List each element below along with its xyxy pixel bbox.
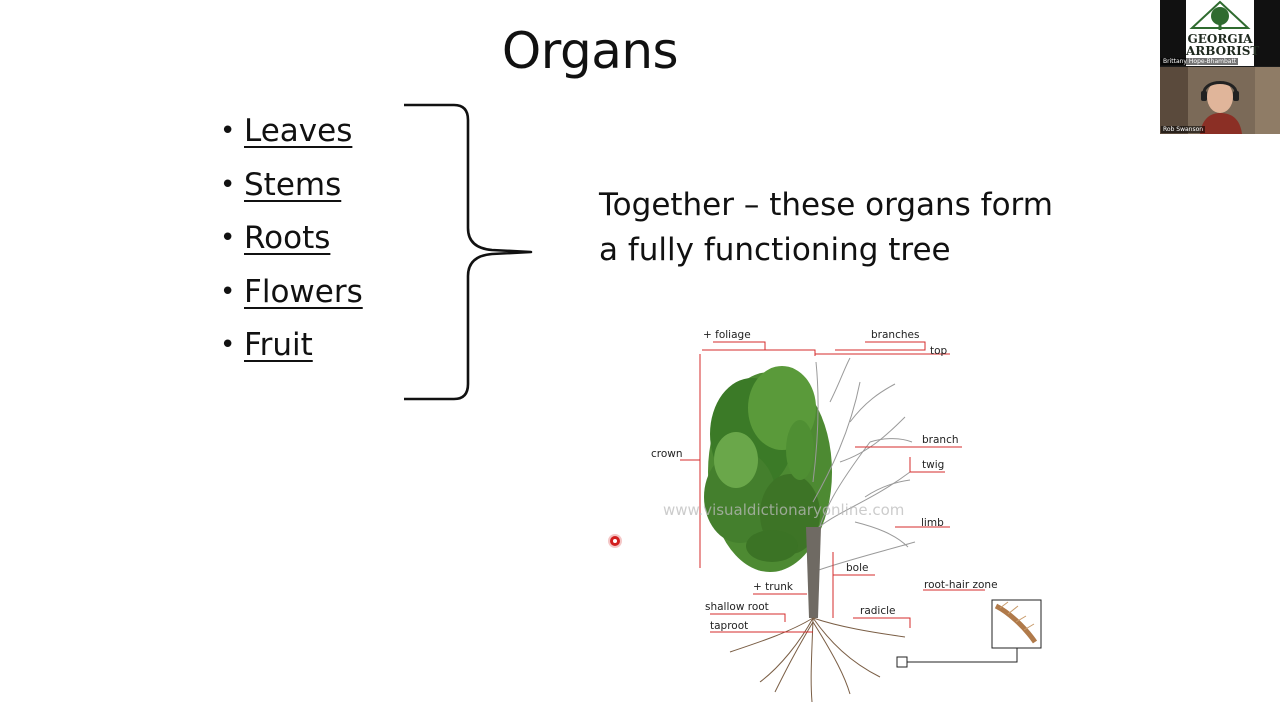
bullet-glyph: •: [220, 223, 236, 253]
organ-stems: Stems: [244, 166, 342, 203]
summary-line-2: a fully functioning tree: [599, 232, 951, 268]
label-branches: branches: [871, 329, 919, 341]
label-top: top: [930, 345, 948, 357]
organ-flowers: Flowers: [244, 273, 363, 310]
video-tile-camera[interactable]: Rob Swanson: [1160, 67, 1280, 134]
logo-text-georgia: GEORGIA: [1187, 32, 1253, 46]
label-branch: branch: [922, 434, 959, 446]
bullet-glyph: •: [220, 116, 236, 146]
list-item: • Leaves: [220, 108, 363, 162]
tree-anatomy-diagram: + foliage branches top branch twig crown…: [651, 329, 1042, 703]
label-trunk: + trunk: [753, 581, 794, 593]
list-item: • Flowers: [220, 269, 363, 323]
root-hair-inset: [896, 599, 1042, 668]
leader-lines: [680, 341, 985, 633]
video-call-panel: GEORGIA ARBORIST Brittany Hope-Bhambatt …: [1160, 0, 1280, 134]
summary-line-1: Together – these organs form: [599, 187, 1053, 223]
participant-avatar: [1160, 67, 1280, 134]
logo-text-arborist: ARBORIST: [1186, 44, 1260, 58]
roots-image: [729, 617, 906, 703]
watermark-text: www.visualdictionaryonline.com: [663, 501, 904, 519]
label-limb: limb: [921, 517, 944, 529]
foliage-image: [704, 366, 832, 572]
tree-logo-icon: [1189, 0, 1251, 30]
organ-roots: Roots: [244, 220, 331, 256]
label-taproot: taproot: [710, 620, 748, 632]
slide-title: Organs: [501, 22, 679, 80]
participant-name-2: Rob Swanson: [1161, 126, 1206, 133]
video-tile-logo[interactable]: GEORGIA ARBORIST Brittany Hope-Bhambatt: [1160, 0, 1280, 66]
curly-brace: [404, 103, 533, 401]
bullet-glyph: •: [220, 330, 236, 360]
label-twig: twig: [922, 459, 944, 471]
list-item: • Fruit: [220, 322, 363, 376]
list-item: • Roots: [220, 215, 363, 269]
trunk-image: [806, 527, 821, 618]
organ-fruit: Fruit: [244, 327, 313, 363]
label-bole: bole: [846, 562, 868, 574]
label-crown: crown: [651, 448, 683, 460]
summary-text: Together – these organs form a fully fun…: [599, 183, 1119, 273]
label-foliage: + foliage: [703, 329, 751, 341]
laser-pointer: [610, 536, 620, 546]
list-item: • Stems: [220, 162, 363, 216]
bullet-glyph: •: [220, 276, 236, 307]
organ-list: • Leaves • Stems • Roots • Flowers • Fruit: [220, 108, 363, 376]
georgia-arborist-logo: GEORGIA ARBORIST: [1186, 0, 1260, 66]
bullet-glyph: •: [220, 169, 236, 200]
label-shallow-root: shallow root: [705, 601, 769, 613]
label-root-hair-zone: root-hair zone: [924, 579, 998, 591]
participant-name-1: Brittany Hope-Bhambatt: [1161, 58, 1239, 65]
label-radicle: radicle: [860, 605, 895, 617]
organ-leaves: Leaves: [244, 113, 353, 149]
